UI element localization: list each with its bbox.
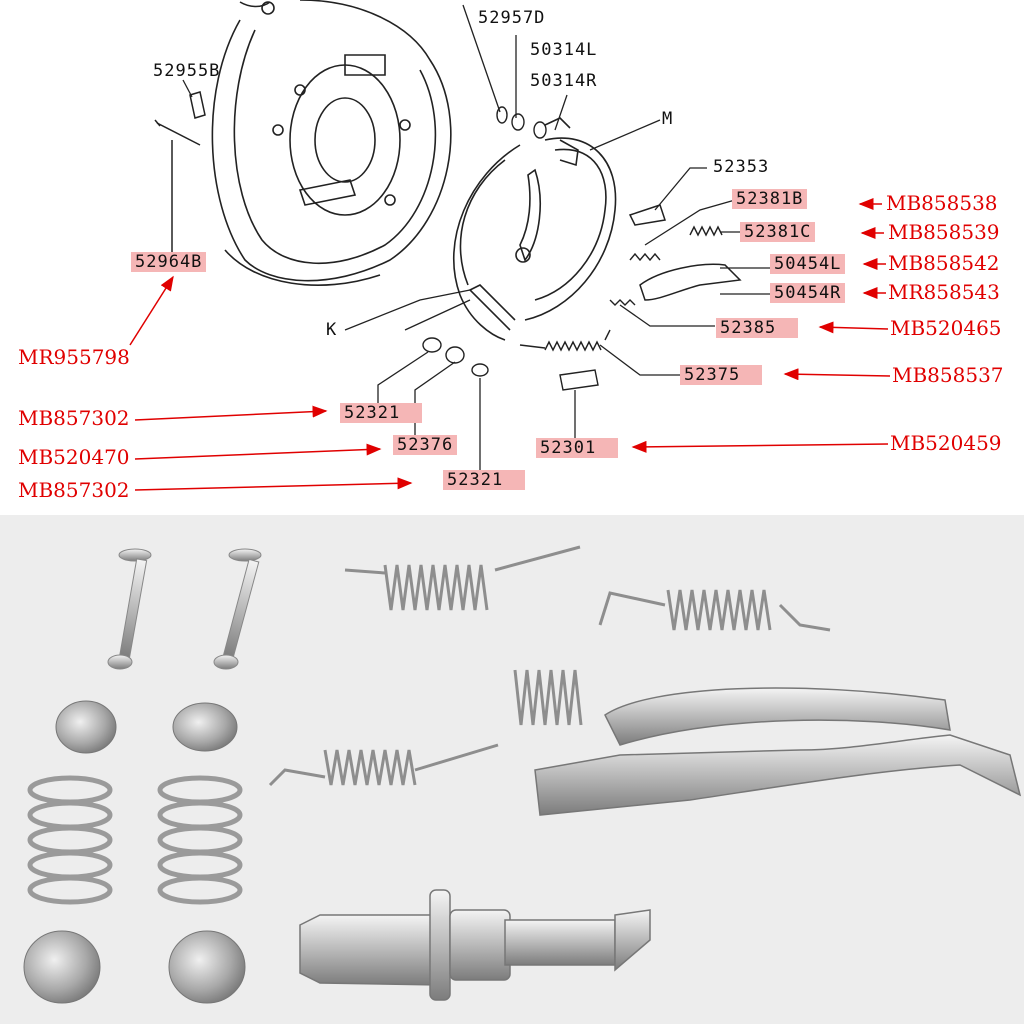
callout-52957d: 52957D: [478, 8, 546, 28]
callout-52381c: 52381C: [740, 222, 816, 242]
parts-photo-illustration: [23, 545, 1022, 1004]
callout-50314l: 50314L: [530, 40, 598, 60]
callout-52301: 52301: [536, 438, 619, 458]
hold-down-pins-photo: [107, 548, 262, 670]
return-springs-photo: [268, 545, 831, 787]
oem-mb858539: MB858539: [888, 220, 1000, 244]
oem-mb520470: MB520470: [18, 445, 130, 469]
springs-drawing: [519, 225, 723, 352]
exploded-view-drawing: [129, 0, 891, 491]
red-arrows: [129, 198, 891, 491]
callout-52955b: 52955B: [153, 61, 221, 81]
parts-photo: [0, 515, 1024, 1024]
oem-mb857302-lower: MB857302: [18, 478, 130, 502]
oem-mr955798: MR955798: [18, 345, 130, 369]
callout-50454r: 50454R: [770, 283, 846, 303]
oem-mb857302-upper: MB857302: [18, 406, 130, 430]
small-parts-drawing: [422, 106, 599, 391]
oem-mb858538: MB858538: [886, 191, 998, 215]
callout-52385: 52385: [716, 318, 799, 338]
callout-52375: 52375: [680, 365, 763, 385]
callout-52321-lower: 52321: [443, 470, 526, 490]
callout-52381b: 52381B: [732, 189, 808, 209]
parts-diagram: 52955B 52957D 50314L 50314R M 52353 5238…: [18, 0, 1004, 502]
callout-m: M: [662, 109, 674, 129]
callout-k: K: [326, 320, 338, 340]
adjuster-lever-drawing: [628, 204, 742, 301]
oem-mb520459: MB520459: [890, 431, 1002, 455]
hold-down-pin-drawing: [154, 91, 206, 255]
adjuster-screw-photo: [299, 889, 651, 1001]
oem-mb858542: MB858542: [888, 251, 1000, 275]
callout-52376: 52376: [393, 435, 458, 455]
callout-52964b: 52964B: [131, 252, 207, 272]
hold-down-springs-photo: [27, 775, 243, 905]
oem-mb858537: MB858537: [892, 363, 1004, 387]
adjuster-lever-photo: [534, 687, 1022, 816]
callout-52321-upper: 52321: [340, 403, 423, 423]
oem-mb520465: MB520465: [890, 316, 1002, 340]
callout-50314r: 50314R: [530, 71, 598, 91]
callout-52353: 52353: [713, 157, 770, 177]
callout-50454l: 50454L: [770, 254, 846, 274]
leader-lines: [182, 4, 770, 470]
brake-shoe-drawing: [452, 117, 617, 341]
oem-mr858543: MR858543: [888, 280, 1000, 304]
backing-plate: [211, 0, 452, 286]
retainer-cups-photo: [23, 700, 246, 1004]
